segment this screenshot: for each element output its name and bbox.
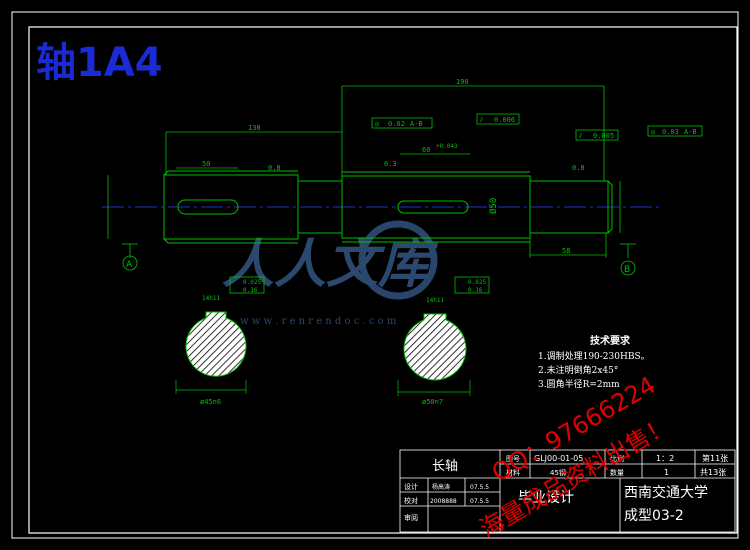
dim-60-tol: +0.043 <box>436 143 458 150</box>
sec-mid-key: 14h11 <box>426 297 444 304</box>
tb-part-name: 长轴 <box>432 459 458 474</box>
tol5a: 0.025 <box>243 279 261 286</box>
tol3-val: 0.005 <box>593 132 614 140</box>
tol-frame-4 <box>647 125 703 137</box>
keyway-left <box>177 199 239 215</box>
tol6b: 0.16 <box>468 287 483 294</box>
dimensions <box>107 85 636 258</box>
watermark: 人人文库 w w w . r e n r e n d o c . c o m <box>222 220 439 327</box>
tb-date1: 07.5.5 <box>470 484 489 491</box>
tb-scale: 1：2 <box>656 454 674 463</box>
watermark-url: w w w . r e n r e n d o c . c o m <box>240 316 397 327</box>
tol1-val: 0.02 <box>388 120 405 128</box>
inner-frame <box>28 26 738 534</box>
datum-a-marker <box>122 255 138 271</box>
tol1-sym: ◎ <box>375 120 380 128</box>
ra-mid: 6.3 <box>384 160 397 168</box>
dim-60: 60 <box>422 146 430 154</box>
watermark-text: 人人文库 <box>222 234 439 295</box>
datum-b: B <box>624 265 630 275</box>
tol4-sym: ◎ <box>651 128 656 136</box>
section-middle <box>403 313 467 381</box>
tech-line-2: 2.未注明倒角2x45° <box>538 364 618 376</box>
tb-sheet: 第11张 <box>702 453 728 463</box>
datum-b-marker <box>620 260 636 276</box>
tol2-val: 0.006 <box>494 116 515 124</box>
sec-left-key: 14h11 <box>202 295 220 302</box>
tb-label-qty: 数量 <box>610 468 624 477</box>
tech-heading: 技术要求 <box>590 334 631 347</box>
tol6a: 0.025 <box>468 279 486 286</box>
shaft-right-journal <box>529 180 609 234</box>
tol1-ref: A-B <box>410 120 423 128</box>
tb-date2: 07.5.5 <box>470 498 489 505</box>
tb-label-review: 审阅 <box>404 513 418 522</box>
tb-label-material: 材料 <box>506 468 520 477</box>
tb-total: 共13张 <box>700 468 726 477</box>
tol2-sym: ⫽ <box>479 116 484 124</box>
title-block <box>399 449 736 533</box>
tol-frame-1 <box>371 117 433 129</box>
tol-frame-6 <box>454 276 490 294</box>
tech-line-3: 3.圆角半径R=2mm <box>538 378 620 390</box>
dim-138: 138 <box>248 124 261 132</box>
tol4-ref: A-B <box>684 128 697 136</box>
sec-mid-dia: ø50n7 <box>422 398 443 406</box>
tb-label-drawing-no: 图号 <box>506 455 520 463</box>
dim-190: 190 <box>456 78 469 86</box>
tb-label-scale: 比例 <box>610 454 624 463</box>
section-left <box>185 311 247 377</box>
tb-qty: 1 <box>664 468 669 477</box>
keyway-middle <box>397 200 469 214</box>
tol3-sym: ⫽ <box>578 132 583 140</box>
tol5b: 0.16 <box>243 287 258 294</box>
tol4-val: 0.03 <box>662 128 679 136</box>
shaft <box>163 170 613 244</box>
tb-checker: 2008888 <box>430 498 457 505</box>
dim-50: 50 <box>202 160 210 168</box>
tb-school: 西南交通大学 <box>624 484 708 501</box>
tech-requirements: 技术要求 1.调制处理190-230HBS。 2.未注明倒角2x45° 3.圆角… <box>538 334 650 390</box>
outer-frame <box>11 11 739 539</box>
dim-phi50: Ø50 <box>488 198 499 214</box>
tb-class: 成型03-2 <box>624 508 684 524</box>
tech-line-1: 1.调制处理190-230HBS。 <box>538 350 650 362</box>
watermark-ring <box>358 220 438 300</box>
tb-designer: 杨高涛 <box>432 483 450 491</box>
ra-left: 0.8 <box>268 164 281 172</box>
datum-a: A <box>126 260 133 270</box>
tol-frame-5 <box>229 276 265 294</box>
tb-label-design: 设计 <box>404 482 418 491</box>
tol-frame-3 <box>575 129 619 141</box>
drawing-title: 轴1A4 <box>36 40 163 86</box>
sec-left-dia: ø45n6 <box>200 398 221 406</box>
dim-58: 58 <box>562 247 570 255</box>
ra-right: 0.8 <box>572 164 585 172</box>
tol-frame-2 <box>476 113 520 125</box>
tb-material: 45钢 <box>550 468 566 477</box>
tb-label-check: 校对 <box>404 496 418 505</box>
tb-project: 毕业设计 <box>518 490 574 506</box>
tb-drawing-no: GLJ00-01-05 <box>534 454 583 463</box>
